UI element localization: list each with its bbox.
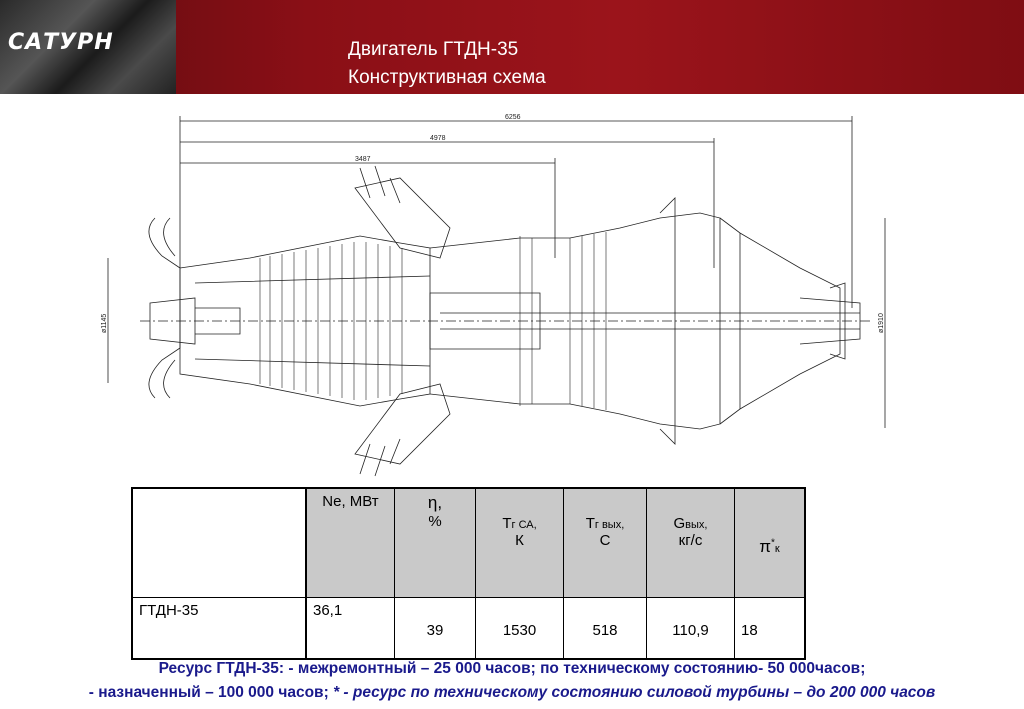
header-pi-main: π: [759, 537, 771, 556]
row-ne-value: 36,1: [313, 602, 343, 619]
dim-mid-label: 4978: [430, 135, 446, 142]
row-tg-ca-value: 1530: [502, 622, 537, 639]
header-empty-cell: [131, 487, 307, 598]
dia-right-label: ø1910: [878, 313, 885, 333]
footer-line-2-part-b: * - ресурс по техническому состоянию сил…: [333, 684, 936, 701]
header-g-out-main: G: [673, 515, 686, 532]
header-eta: η, %: [394, 487, 476, 598]
footer-line-2-part-a: - назначенный – 100 000 часов;: [88, 684, 334, 701]
table-header-row: Ne, МВт η, % Тг СА, К Тг вых, С Gвых, кг…: [131, 487, 806, 598]
row-tg-ca: 1530: [475, 597, 564, 660]
row-tg-out-value: 518: [592, 622, 618, 639]
logo-area: САТУРН: [0, 0, 176, 94]
header-tg-ca: Тг СА, К: [475, 487, 564, 598]
header-tg-out-main: Т: [585, 515, 595, 532]
row-pi-value: 18: [741, 622, 758, 639]
row-eta-value: 39: [426, 622, 444, 639]
header-eta-symbol: η,: [427, 493, 443, 512]
header-ne-label: Ne, МВт: [322, 493, 379, 510]
row-ne: 36,1: [305, 597, 395, 660]
header-g-out: Gвых, кг/с: [646, 487, 735, 598]
header-tg-out: Тг вых, С: [563, 487, 647, 598]
header-g-out-unit: кг/с: [678, 532, 703, 549]
dia-left-label: ø1145: [101, 314, 108, 333]
row-eta: 39: [394, 597, 476, 660]
dim-short-label: 3487: [355, 156, 371, 163]
title-line-2: Конструктивная схема: [348, 67, 546, 88]
resource-footer: Ресурс ГТДН-35: - межремонтный – 25 000 …: [0, 657, 1024, 705]
company-logo: САТУРН: [8, 30, 114, 55]
header-tg-out-unit: С: [599, 532, 611, 549]
title-line-1: Двигатель ГТДН-35: [348, 39, 519, 60]
header-pi-sup: *: [771, 537, 775, 549]
header-pi-sub: к: [774, 543, 780, 555]
dim-total-label: 6256: [505, 114, 521, 121]
header-tg-out-sub: г вых,: [594, 519, 625, 531]
table-row: ГТДН-35 36,1 39 1530 518 110,9 18: [131, 597, 806, 660]
slide-title: Двигатель ГТДН-35 Конструктивная схема: [348, 36, 546, 92]
footer-line-2: - назначенный – 100 000 часов; * - ресур…: [0, 681, 1024, 705]
row-tg-out: 518: [563, 597, 647, 660]
row-g-out-value: 110,9: [672, 622, 709, 639]
row-g-out: 110,9: [646, 597, 735, 660]
header-g-out-sub: вых,: [685, 519, 708, 531]
row-pi: 18: [734, 597, 806, 660]
row-name-label: ГТДН-35: [139, 602, 199, 619]
header-eta-unit: %: [428, 513, 442, 530]
parameters-table: Ne, МВт η, % Тг СА, К Тг вых, С Gвых, кг…: [131, 487, 806, 660]
header-tg-ca-sub: г СА,: [511, 519, 537, 531]
header-tg-ca-main: Т: [502, 515, 512, 532]
engine-cross-section-drawing: 6256 4978 3487 ø1145 ø1910: [101, 114, 886, 477]
header-ne: Ne, МВт: [305, 487, 395, 598]
row-name: ГТДН-35: [131, 597, 307, 660]
slide-header: САТУРН Двигатель ГТДН-35 Конструктивная …: [0, 0, 1024, 94]
header-pi: π*к: [734, 487, 806, 598]
header-tg-ca-unit: К: [515, 532, 524, 549]
footer-line-1: Ресурс ГТДН-35: - межремонтный – 25 000 …: [158, 660, 866, 677]
